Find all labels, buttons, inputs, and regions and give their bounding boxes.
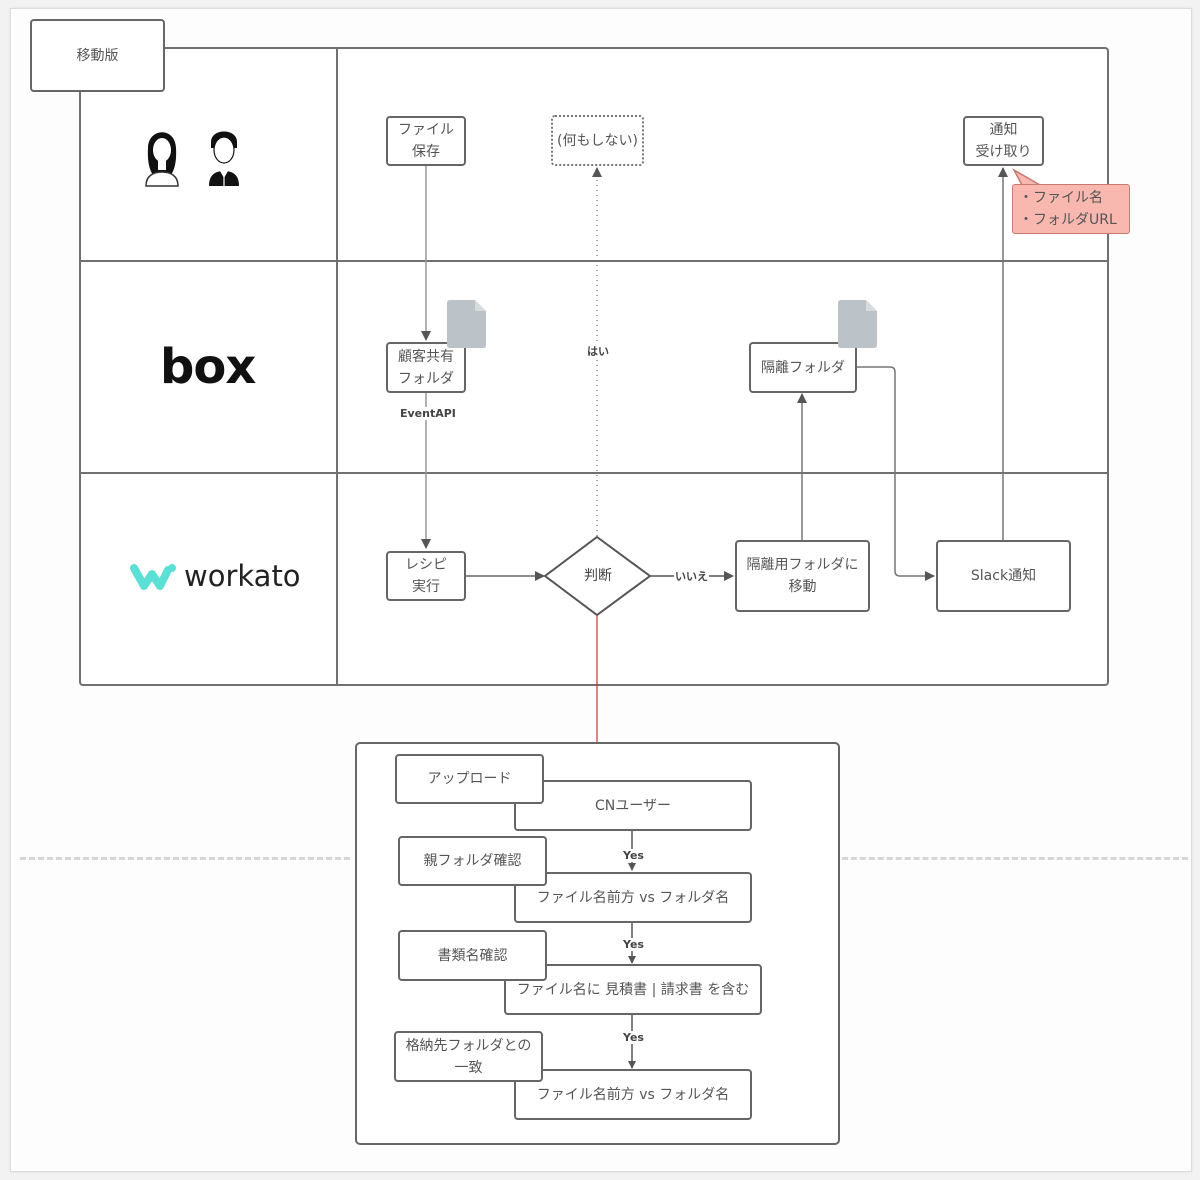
workato-logo-text: workato (184, 559, 301, 593)
node-decision-label[interactable]: 判断 (584, 568, 612, 584)
page-break-separator-right (842, 857, 1188, 860)
condition-yes-label: Yes (622, 938, 645, 951)
condition-label[interactable]: 格納先フォルダとの 一致 (394, 1031, 543, 1082)
node-do-nothing[interactable]: (何もしない) (551, 115, 644, 166)
node-recipe-run[interactable]: レシピ 実行 (386, 551, 466, 601)
node-receive-notification[interactable]: 通知 受け取り (963, 116, 1044, 166)
file-icon (447, 300, 486, 348)
condition-yes-label: Yes (622, 849, 645, 862)
condition-label[interactable]: アップロード (395, 754, 544, 804)
edge-label-yes: はい (586, 345, 610, 358)
node-file-save[interactable]: ファイル 保存 (386, 116, 466, 166)
edge-label-eventapi: EventAPI (399, 407, 457, 420)
condition-value[interactable]: ファイル名に 見積書 | 請求書 を含む (504, 964, 762, 1015)
condition-yes-label: Yes (622, 1031, 645, 1044)
node-quarantine-folder[interactable]: 隔離フォルダ (749, 342, 857, 393)
condition-label[interactable]: 書類名確認 (398, 930, 547, 981)
file-icon (838, 300, 877, 348)
users-icon (143, 120, 263, 190)
edge-quarantine-to-slack (856, 366, 935, 581)
condition-value[interactable]: CNユーザー (514, 780, 752, 831)
box-logo: box (160, 339, 256, 395)
node-move-to-quarantine[interactable]: 隔離用フォルダに 移動 (735, 540, 870, 612)
page-break-separator-left (20, 857, 350, 860)
version-tab[interactable]: 移動版 (30, 19, 165, 92)
condition-label[interactable]: 親フォルダ確認 (398, 836, 547, 886)
condition-value[interactable]: ファイル名前方 vs フォルダ名 (514, 1069, 752, 1120)
node-slack-notify[interactable]: Slack通知 (936, 540, 1071, 612)
node-customer-shared-folder[interactable]: 顧客共有 フォルダ (386, 342, 466, 393)
condition-value[interactable]: ファイル名前方 vs フォルダ名 (514, 872, 752, 923)
edge-label-no: いいえ (674, 570, 709, 583)
notification-note: ・ファイル名 ・フォルダURL (1012, 184, 1130, 234)
workato-logo-icon (130, 560, 176, 592)
